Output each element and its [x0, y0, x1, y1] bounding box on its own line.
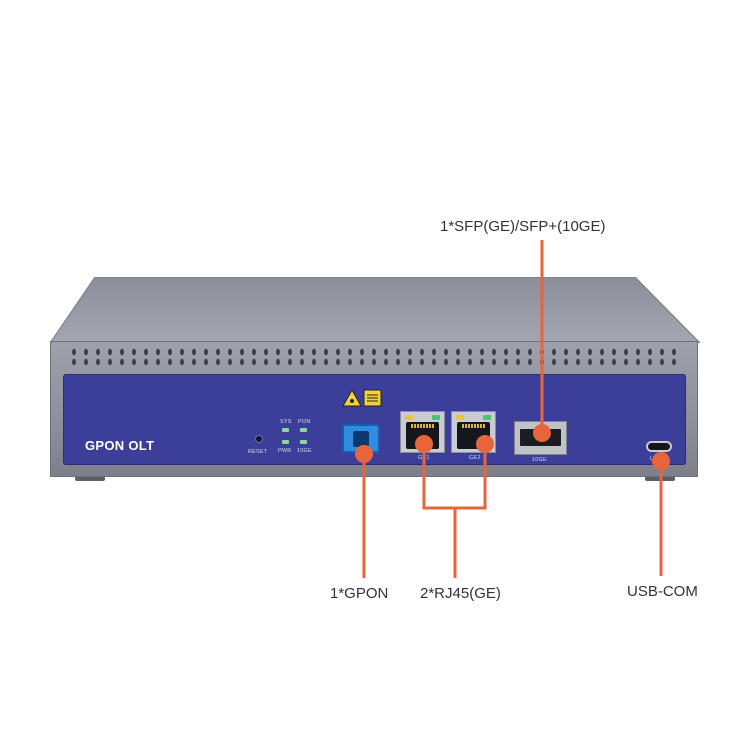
laser-warning-icon — [342, 388, 382, 407]
ge2-label: GE2 — [469, 455, 481, 461]
chassis-top — [50, 277, 700, 343]
ventilation-grille — [68, 347, 678, 367]
reset-button[interactable] — [256, 436, 262, 442]
rj45-callout-line — [422, 444, 487, 510]
led-10ge-indicator — [300, 440, 307, 444]
sfp-callout-label: 1*SFP(GE)/SFP+(10GE) — [440, 218, 606, 235]
led-pwr-indicator — [282, 440, 289, 444]
ge1-callout-dot — [415, 435, 433, 453]
led-label-pon: PON — [298, 419, 311, 425]
sfp-label: 10GE — [532, 457, 547, 463]
ge2-pins — [462, 424, 485, 428]
reset-label: RESET — [248, 449, 268, 455]
ge2-link-led — [456, 415, 464, 420]
rj45-callout-label: 2*RJ45(GE) — [420, 585, 501, 602]
led-sys-indicator — [282, 428, 289, 432]
gpon-callout-label: 1*GPON — [330, 585, 389, 602]
led-label-sys: SYS — [280, 419, 292, 425]
foot-left — [75, 477, 105, 481]
usb-com-port[interactable] — [646, 441, 672, 452]
brand-label: GPON OLT — [85, 438, 155, 453]
usb-callout-dot — [652, 452, 670, 470]
led-label-10ge: 10GE — [297, 448, 312, 454]
led-pon-indicator — [300, 428, 307, 432]
sfp-callout-dot — [533, 424, 551, 442]
usb-callout-label: USB-COM — [627, 583, 698, 600]
led-label-pwr: PWR — [278, 448, 292, 454]
ge1-activity-led — [432, 415, 440, 420]
gpon-port-connector — [353, 431, 369, 447]
ge1-pins — [411, 424, 434, 428]
ge1-link-led — [405, 415, 413, 420]
gpon-callout-dot — [355, 445, 373, 463]
ge2-activity-led — [483, 415, 491, 420]
ge2-callout-dot — [476, 435, 494, 453]
